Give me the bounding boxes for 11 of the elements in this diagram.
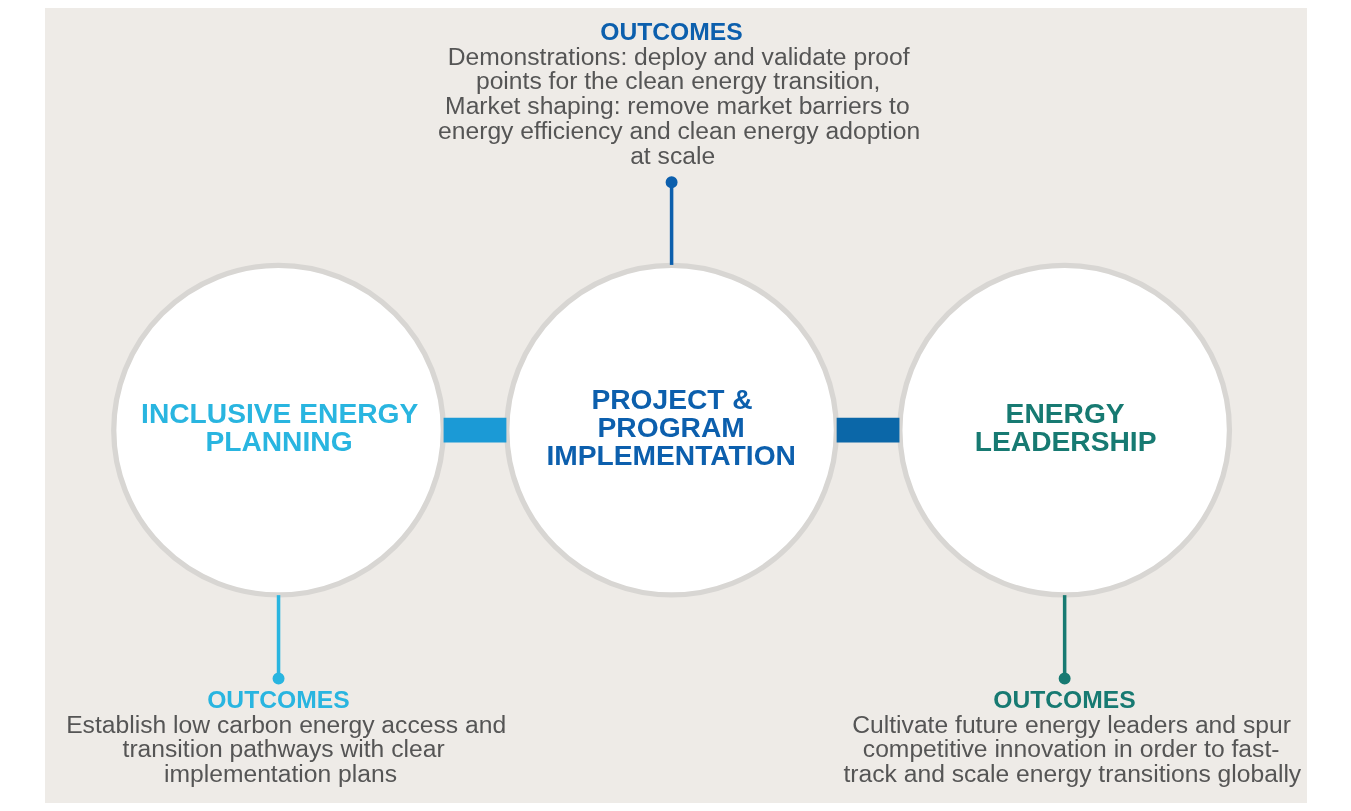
connector: [443, 417, 506, 443]
node-text: OUTCOMES Cultivate future energy leaders and spur competitive innovation in order to fast-track and scale energy transitions globally: [842, 686, 1301, 788]
node-circle: ENERGY LEADERSHIP: [896, 262, 1232, 598]
connector: [272, 595, 285, 685]
connector: [665, 176, 678, 265]
node-circle: PROJECT & PROGRAM IMPLEMENTATION: [503, 262, 839, 598]
node-circle: INCLUSIVE ENERGY PLANNING: [110, 262, 446, 598]
node-text: OUTCOMES Establish low carbon energy access and transition pathways with clear implementation plans: [65, 686, 506, 788]
connector: [1058, 595, 1071, 685]
connector: [836, 417, 899, 443]
node-text: OUTCOMES Demonstrations: deploy and validate proof points for the clean energy transition, Market shaping: remove market barriers to energy efficiency and clean energy adoption at scale: [437, 18, 920, 169]
